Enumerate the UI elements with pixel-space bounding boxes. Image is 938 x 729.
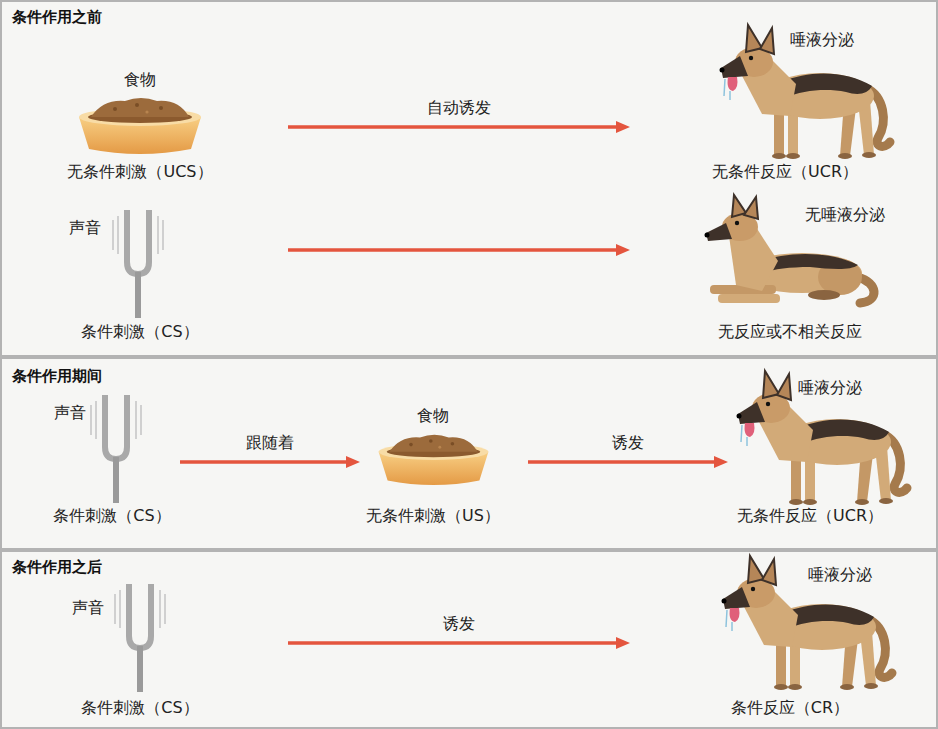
response-group: 唾液分泌无条件反应（UCR） <box>728 362 932 532</box>
stimulus-type: 无条件刺激（US） <box>366 506 500 525</box>
edge-label: 诱发 <box>612 433 644 452</box>
arrow-connector <box>288 641 618 645</box>
arrow-connector <box>528 460 716 464</box>
arrow-connector <box>180 460 348 464</box>
panel-heading: 条件作用之前 <box>12 8 102 26</box>
stimulus-name: 食物 <box>124 70 156 89</box>
tuning-fork <box>113 210 163 318</box>
stimulus-type: 条件刺激（CS） <box>81 322 198 341</box>
salivating-dog <box>722 556 893 690</box>
stimulus-type: 条件刺激（CS） <box>81 698 198 717</box>
stimulus-group: 声音条件刺激（CS） <box>30 390 180 532</box>
response-type: 无条件反应（UCR） <box>737 506 883 525</box>
response-type: 条件反应（CR） <box>731 698 849 717</box>
response-note: 唾液分泌 <box>798 378 862 397</box>
response-type: 无反应或不相关反应 <box>718 322 862 341</box>
response-group: 无唾液分泌无反应或不相关反应 <box>630 192 930 346</box>
food-bowl <box>379 435 489 485</box>
tuning-fork <box>91 395 141 503</box>
response-note: 无唾液分泌 <box>805 205 885 224</box>
response-note: 唾液分泌 <box>790 30 854 49</box>
salivating-dog <box>720 25 891 159</box>
response-group: 唾液分泌无条件反应（UCR） <box>630 15 930 186</box>
response-type: 无条件反应（UCR） <box>712 162 858 181</box>
arrow-connector <box>288 248 618 252</box>
panel-heading: 条件作用之后 <box>12 558 102 576</box>
edge-label: 诱发 <box>443 614 475 633</box>
panel-heading: 条件作用期间 <box>12 367 102 385</box>
salivating-dog <box>737 371 908 505</box>
stage-panel: 食物无条件刺激（UCS） 唾液分泌无条件反应（UCR） 声音条件刺激（CS） 无唾液分… <box>0 0 938 357</box>
stimulus-group: 声音条件刺激（CS） <box>40 200 288 346</box>
stimulus-name: 声音 <box>69 218 101 237</box>
stimulus-group: 食物无条件刺激（US） <box>360 400 528 532</box>
stimulus-name: 食物 <box>417 406 449 425</box>
tuning-fork <box>115 584 165 692</box>
response-group: 唾液分泌条件反应（CR） <box>630 555 930 724</box>
stage-panel: 声音条件刺激（CS） 食物无条件刺激（US） 唾液分泌无条件反应（UCR） 条件作用期… <box>0 357 938 550</box>
stimulus-name: 声音 <box>72 598 104 617</box>
food-bowl <box>79 98 201 154</box>
arrow-connector <box>288 125 618 129</box>
stage-panel: 声音条件刺激（CS） 唾液分泌条件反应（CR） 条件作用之后 <box>0 550 938 729</box>
edge-label: 跟随着 <box>246 433 294 452</box>
edge-label: 自动诱发 <box>427 98 491 117</box>
stimulus-name: 声音 <box>54 403 86 422</box>
stimulus-group: 食物无条件刺激（UCS） <box>40 62 288 186</box>
stimulus-type: 无条件刺激（UCS） <box>67 162 212 181</box>
stimulus-type: 条件刺激（CS） <box>53 506 170 525</box>
stimulus-group: 声音条件刺激（CS） <box>40 580 288 724</box>
response-note: 唾液分泌 <box>808 565 872 584</box>
